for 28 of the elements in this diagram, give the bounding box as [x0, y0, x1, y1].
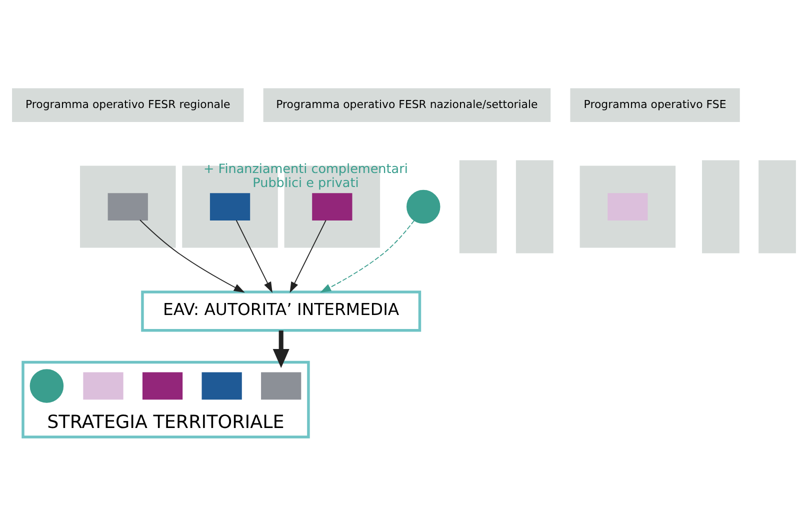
node-box: [210, 192, 250, 220]
node-box: Programma operativo FESR regionale: [12, 88, 244, 122]
arrow: [272, 330, 290, 368]
node-bar: [702, 160, 740, 253]
node-bar: [758, 160, 796, 253]
node-bar: [459, 160, 497, 253]
node-circle: [30, 368, 64, 402]
node-box: EAV: AUTORITA’ INTERMEDIA: [141, 290, 422, 332]
node-label: + Finanziamenti complementari: [204, 162, 408, 177]
node-box: Programma operativo FESR nazionale/settoriale: [263, 88, 551, 122]
cluster: [80, 165, 176, 248]
node-bar: [516, 160, 554, 253]
node-box: Programma operativo FSE: [570, 88, 740, 122]
node-box: [83, 372, 124, 400]
arrow: [236, 219, 272, 292]
node-label: Pubblici e privati: [252, 175, 359, 190]
node-circle: [406, 189, 440, 224]
node-box: [108, 192, 148, 220]
arrow: [140, 219, 245, 292]
node-box: [608, 192, 648, 220]
node-box: [261, 372, 302, 400]
node-box: [142, 372, 183, 400]
cluster: STRATEGIA TERRITORIALE: [22, 360, 310, 438]
node-box: [312, 192, 352, 220]
node-box: [202, 372, 242, 400]
arrow: [320, 220, 415, 292]
cluster: [580, 165, 676, 248]
arrow: [290, 219, 326, 292]
